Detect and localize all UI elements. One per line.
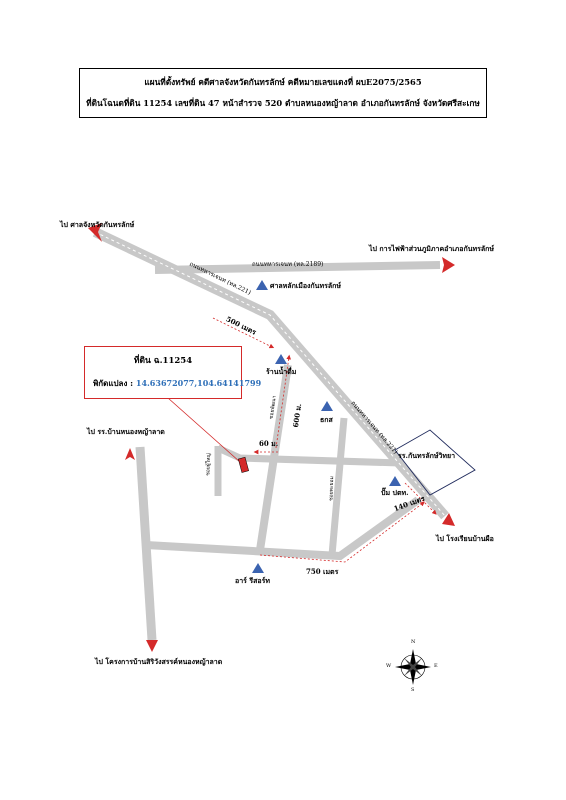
dist-750-line	[259, 501, 425, 563]
compass-w: W	[386, 663, 392, 669]
bank-marker-icon	[321, 401, 333, 411]
arrow-electric	[442, 257, 455, 273]
map-title-box: แผนที่ตั้งทรัพย์ คดีศาลจังหวัดกันทรลักษ์…	[79, 68, 487, 118]
dest-school-nyl-label: ไป รร.บ้านหนองหญ้าลาด	[87, 427, 165, 436]
map-title-line1: แผนที่ตั้งทรัพย์ คดีศาลจังหวัดกันทรลักษ์…	[144, 77, 422, 87]
gas-station-marker-icon	[389, 476, 401, 486]
dist-140-line	[404, 482, 437, 515]
dist-600-line	[275, 354, 292, 449]
water-shop-marker-icon	[275, 354, 287, 364]
road-bottom	[145, 496, 421, 561]
dest-school-bp-label: ไป โรงเรียนบ้านผือ	[436, 534, 494, 543]
road-left-vertical	[135, 446, 157, 641]
land-info-title: ที่ดิน ฉ.11254	[133, 356, 193, 366]
dest-electric-label: ไป การไฟฟ้าส่วนภูมิภาคอำเภอกันทรลักษ์	[369, 244, 495, 253]
shrine-label: ศาลหลักเมืองกันทรลักษ์	[270, 281, 341, 290]
road-mid-horizontal	[216, 444, 401, 467]
water-shop-label: ร้านน้ำดื่ม	[266, 367, 297, 376]
dest-court-label: ไป ศาลจังหวัดกันทรลักษ์	[60, 220, 135, 229]
dist-500-line	[212, 317, 275, 349]
resort-marker-icon	[252, 563, 264, 573]
road-right-vertical	[328, 417, 348, 556]
compass-s: S	[411, 687, 415, 693]
road-left-label: ซอยผู้ใหญ่	[205, 453, 213, 476]
road-top	[154, 261, 441, 274]
arrow-project	[146, 640, 158, 652]
land-coordinates: พิกัดแปลง : 14.63672077,104.64141799	[93, 377, 261, 390]
compass-e: E	[434, 663, 438, 669]
dist-60-label: 60 ม.	[259, 439, 279, 448]
road-top-label: ถนนทหารเจนท (ทล.2189)	[252, 261, 324, 268]
road-right-label: ซอยพะยอม	[328, 476, 336, 501]
arrow-school-nyl	[125, 448, 135, 460]
map-title-line2: ที่ดินโฉนดที่ดิน 11254 เลขที่ดิน 47 หน้า…	[86, 98, 480, 108]
pointer-line	[167, 397, 241, 463]
compass-n: N	[411, 639, 416, 645]
bank-label: ธกส	[320, 415, 333, 424]
subject-land-marker	[237, 456, 249, 473]
compass-rose-icon	[395, 649, 431, 685]
school-outline	[394, 429, 476, 496]
dest-project-label: ไป โครงการบ้านสิริวังสรรค์หนองหญ้าลาด	[95, 657, 223, 666]
dist-750-label: 750 เมตร	[306, 567, 339, 576]
coords-label: พิกัดแปลง :	[93, 378, 134, 388]
land-info-box: ที่ดิน ฉ.11254 พิกัดแปลง : 14.63672077,1…	[84, 346, 261, 399]
gas-station-label: ปั๊ม ปตท.	[381, 488, 409, 497]
shrine-marker-icon	[256, 280, 268, 290]
school-label: รร.กันทรลักษ์วิทยา	[398, 451, 456, 460]
coords-value: 14.63672077,104.64141799	[135, 378, 262, 388]
arrow-school-bp	[442, 513, 455, 526]
highway-centerline	[94, 231, 446, 517]
arrow-court	[88, 223, 102, 242]
resort-label: อาร์ รีสอร์ท	[235, 576, 270, 585]
